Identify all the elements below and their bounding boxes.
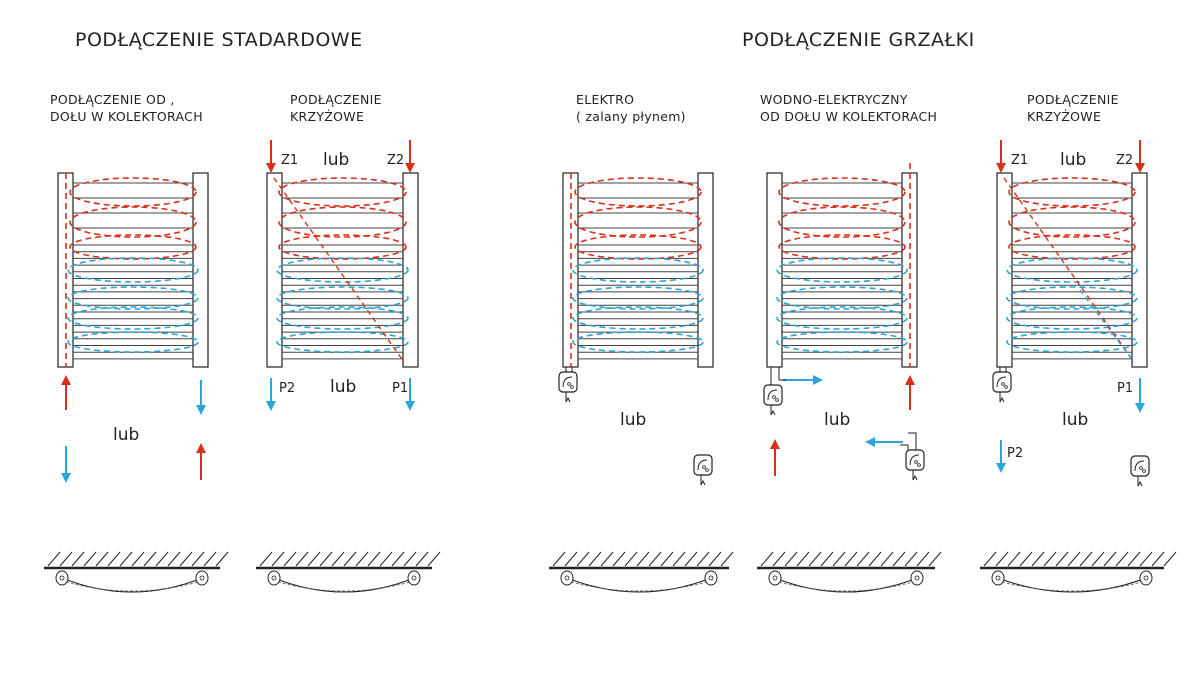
radiator-left-rail bbox=[266, 172, 283, 368]
cold-flow-loop bbox=[1006, 306, 1138, 330]
wall-mount-view bbox=[549, 551, 734, 593]
wall-mount-view bbox=[757, 551, 942, 593]
hot-flow-loop bbox=[1008, 234, 1136, 260]
cold-flow-loop bbox=[67, 331, 199, 353]
hot-flow-loop bbox=[278, 177, 407, 207]
panel-electro-title-line1: ELEKTRO bbox=[576, 92, 634, 107]
or-label-bottom: lub bbox=[113, 425, 139, 445]
heating-element-icon bbox=[1130, 455, 1150, 487]
hot-flow-loop bbox=[778, 206, 906, 238]
or-label-cross-bottom: lub bbox=[330, 377, 356, 397]
wall-mount-view bbox=[980, 551, 1177, 593]
cold-flow-loop bbox=[67, 286, 199, 310]
port-z1-heater-label: Z1 bbox=[1011, 153, 1028, 168]
cold-flow-loop bbox=[776, 286, 908, 310]
hot-flow-loop bbox=[69, 206, 197, 238]
cold-flow-loop bbox=[776, 306, 908, 330]
flow-arrows bbox=[61, 140, 1145, 483]
port-p2-heater-label: P2 bbox=[1007, 446, 1023, 461]
hot-flow-loop bbox=[778, 177, 906, 207]
cold-flow-loop bbox=[276, 331, 409, 353]
cold-flow-loop bbox=[776, 257, 908, 283]
cold-flow-loop bbox=[1006, 286, 1138, 310]
heating-element-icon bbox=[905, 449, 925, 481]
hot-flow-loop bbox=[574, 177, 702, 207]
heating-element-icons bbox=[558, 367, 1150, 487]
or-label-cross-heater-top: lub bbox=[1060, 150, 1086, 170]
heating-element-icon bbox=[693, 454, 713, 486]
port-z1-label: Z1 bbox=[281, 153, 298, 168]
cold-flow-loop bbox=[276, 286, 409, 310]
panel-bottom-title-line1: PODŁĄCZENIE OD , bbox=[50, 92, 175, 107]
radiator-cross-heater bbox=[996, 172, 1148, 368]
radiator-cross-connection bbox=[266, 172, 419, 368]
panel-cross-title-line1: PODŁĄCZENIE bbox=[290, 92, 382, 107]
cold-flow-loop bbox=[1006, 257, 1138, 283]
radiator-bottom-connection bbox=[57, 172, 209, 368]
port-p1-heater-label: P1 bbox=[1117, 381, 1133, 396]
radiator-electro bbox=[562, 172, 714, 368]
hot-flow-loop bbox=[1008, 206, 1136, 238]
cold-flow-loop bbox=[572, 257, 704, 283]
hot-flow-loop bbox=[1008, 177, 1136, 207]
panel-cross-heater-title-line2: KRZYŻOWE bbox=[1027, 109, 1101, 124]
hot-flow-loop bbox=[278, 206, 407, 238]
cross-flow-diagonal bbox=[273, 177, 405, 363]
heating-element-icon bbox=[763, 384, 783, 416]
radiator-right-rail bbox=[697, 172, 714, 368]
cold-flow-loop bbox=[276, 257, 409, 283]
hot-flow-loop bbox=[574, 206, 702, 238]
hot-flow-loop bbox=[69, 177, 197, 207]
cold-flow-loop bbox=[572, 286, 704, 310]
hot-flow-loop bbox=[778, 234, 906, 260]
panel-water-electric-title-line2: OD DOŁU W KOLEKTORACH bbox=[760, 109, 937, 124]
port-z2-heater-label: Z2 bbox=[1116, 153, 1133, 168]
hot-flow-loop bbox=[574, 234, 702, 260]
cold-flow-loop bbox=[276, 306, 409, 330]
wall-mount-view bbox=[256, 551, 441, 593]
or-label-water-electric: lub bbox=[824, 410, 850, 430]
or-label-electro: lub bbox=[620, 410, 646, 430]
cold-flow-loop bbox=[572, 306, 704, 330]
panel-cross-title-line2: KRZYŻOWE bbox=[290, 109, 364, 124]
cross-flow-return-heater bbox=[1079, 289, 1135, 363]
heating-element-icon bbox=[992, 371, 1012, 403]
cold-flow-loop bbox=[1006, 331, 1138, 353]
panel-cross-heater-title-line1: PODŁĄCZENIE bbox=[1027, 92, 1119, 107]
heating-element-icon bbox=[558, 371, 578, 403]
panel-electro-title-line2: ( zalany płynem) bbox=[576, 109, 686, 124]
hot-flow-loop bbox=[69, 234, 197, 260]
radiator-right-rail bbox=[192, 172, 209, 368]
standard-connection-title: PODŁĄCZENIE STADARDOWE bbox=[75, 29, 363, 51]
heater-connection-title: PODŁĄCZENIE GRZAŁKI bbox=[742, 29, 975, 51]
cold-flow-loop bbox=[67, 306, 199, 330]
or-label-cross-heater-bottom: lub bbox=[1062, 410, 1088, 430]
radiator-water-electric bbox=[766, 163, 918, 368]
port-p1-label: P1 bbox=[392, 381, 408, 396]
panel-bottom-title-line2: DOŁU W KOLEKTORACH bbox=[50, 109, 203, 124]
wall-mount-views bbox=[44, 551, 1177, 593]
port-p2-label: P2 bbox=[279, 381, 295, 396]
radiator-right-rail bbox=[1131, 172, 1148, 368]
radiator-right-rail bbox=[402, 172, 419, 368]
port-z2-label: Z2 bbox=[387, 153, 404, 168]
cold-flow-loop bbox=[572, 331, 704, 353]
wall-mount-view bbox=[44, 551, 229, 593]
cross-flow-diagonal-heater bbox=[1003, 177, 1135, 363]
radiator-left-rail bbox=[766, 172, 783, 368]
or-label-cross-top: lub bbox=[323, 150, 349, 170]
cold-flow-loop bbox=[776, 331, 908, 353]
hot-flow-loop bbox=[278, 234, 407, 260]
radiator-left-rail bbox=[996, 172, 1013, 368]
panel-water-electric-title-line1: WODNO-ELEKTRYCZNY bbox=[760, 92, 908, 107]
cold-flow-loop bbox=[67, 257, 199, 283]
